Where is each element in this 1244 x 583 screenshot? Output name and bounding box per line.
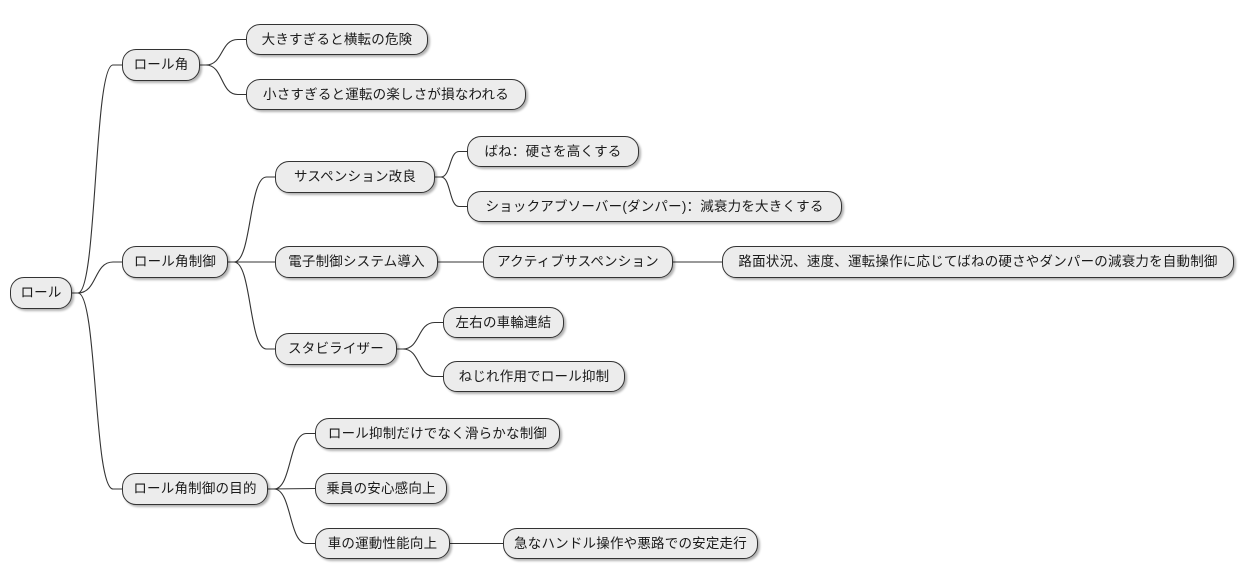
edge-stab-to-stab2 [397, 348, 443, 378]
node-label: 大きすぎると横転の危険 [261, 31, 413, 47]
node-label: ばね：硬さを高くする [484, 143, 622, 159]
edge-control-to-stab [228, 261, 275, 350]
node-label: ロール抑制だけでなく滑らかな制御 [327, 425, 548, 441]
edge-purpose-to-p3 [268, 488, 315, 545]
mindmap-node-p2[interactable]: 乗員の安心感向上 [315, 473, 447, 504]
mindmap-node-p3a[interactable]: 急なハンドル操作や悪路での安定走行 [503, 528, 758, 559]
edge-purpose-to-p2 [267, 487, 316, 490]
node-label: アクティブサスペンション [497, 254, 659, 270]
node-label: ロール [20, 285, 62, 301]
mindmap-node-elec[interactable]: 電子制御システム導入 [275, 246, 438, 278]
mindmap-node-activedesc[interactable]: 路面状況、速度、運転操作に応じてばねの硬さやダンパーの減衰力を自動制御 [722, 246, 1234, 278]
node-label: 車の運動性能向上 [327, 535, 438, 551]
mindmap-node-root[interactable]: ロール [10, 277, 72, 309]
mindmap-node-purpose[interactable]: ロール角制御の目的 [122, 473, 268, 505]
mindmap-node-stab1[interactable]: 左右の車輪連結 [443, 307, 564, 338]
mindmap-node-p1[interactable]: ロール抑制だけでなく滑らかな制御 [315, 418, 560, 449]
node-label: 乗員の安心感向上 [326, 480, 436, 496]
mindmap-node-control[interactable]: ロール角制御 [122, 246, 228, 278]
edge-susp-to-susp1 [435, 150, 467, 178]
mindmap-node-stab[interactable]: スタビライザー [275, 333, 397, 365]
mindmap-node-susp2[interactable]: ショックアブソーバー(ダンパー)：減衰力を大きくする [467, 191, 842, 222]
edge-root-to-control [72, 261, 122, 294]
edge-root-to-rollangle [72, 64, 122, 294]
edge-root-to-purpose [72, 292, 122, 490]
node-label: ショックアブソーバー(ダンパー)：減衰力を大きくする [485, 198, 824, 214]
mindmap-node-ra2[interactable]: 小さすぎると運転の楽しさが損なわれる [246, 79, 526, 110]
edge-rollangle-to-ra1 [200, 38, 246, 66]
node-label: 電子制御システム導入 [288, 254, 425, 270]
node-label: ロール角制御 [133, 254, 217, 270]
node-label: ロール角制御の目的 [133, 481, 257, 497]
node-label: ねじれ作用でロール抑制 [458, 368, 610, 384]
edge-control-to-susp [228, 176, 275, 263]
node-label: 路面状況、速度、運転操作に応じてばねの硬さやダンパーの減衰力を自動制御 [738, 254, 1218, 270]
mindmap-node-susp1[interactable]: ばね：硬さを高くする [467, 136, 639, 167]
mindmap-node-p3[interactable]: 車の運動性能向上 [315, 528, 450, 559]
node-label: 小さすぎると運転の楽しさが損なわれる [263, 86, 509, 102]
node-label: ロール角 [133, 57, 189, 73]
node-label: 左右の車輪連結 [455, 314, 552, 330]
edge-stab-to-stab1 [397, 321, 443, 350]
mindmap-node-susp[interactable]: サスペンション改良 [275, 161, 435, 193]
node-label: スタビライザー [288, 341, 384, 357]
edge-purpose-to-p1 [268, 432, 315, 490]
node-label: サスペンション改良 [293, 169, 417, 185]
edge-rollangle-to-ra2 [200, 64, 246, 96]
mindmap-node-ra1[interactable]: 大きすぎると横転の危険 [246, 24, 428, 55]
mindmap-node-stab2[interactable]: ねじれ作用でロール抑制 [443, 361, 625, 392]
node-label: 急なハンドル操作や悪路での安定走行 [514, 535, 747, 551]
edge-susp-to-susp2 [435, 176, 467, 208]
mindmap-node-rollangle[interactable]: ロール角 [122, 49, 200, 81]
mindmap-node-active[interactable]: アクティブサスペンション [483, 246, 673, 278]
